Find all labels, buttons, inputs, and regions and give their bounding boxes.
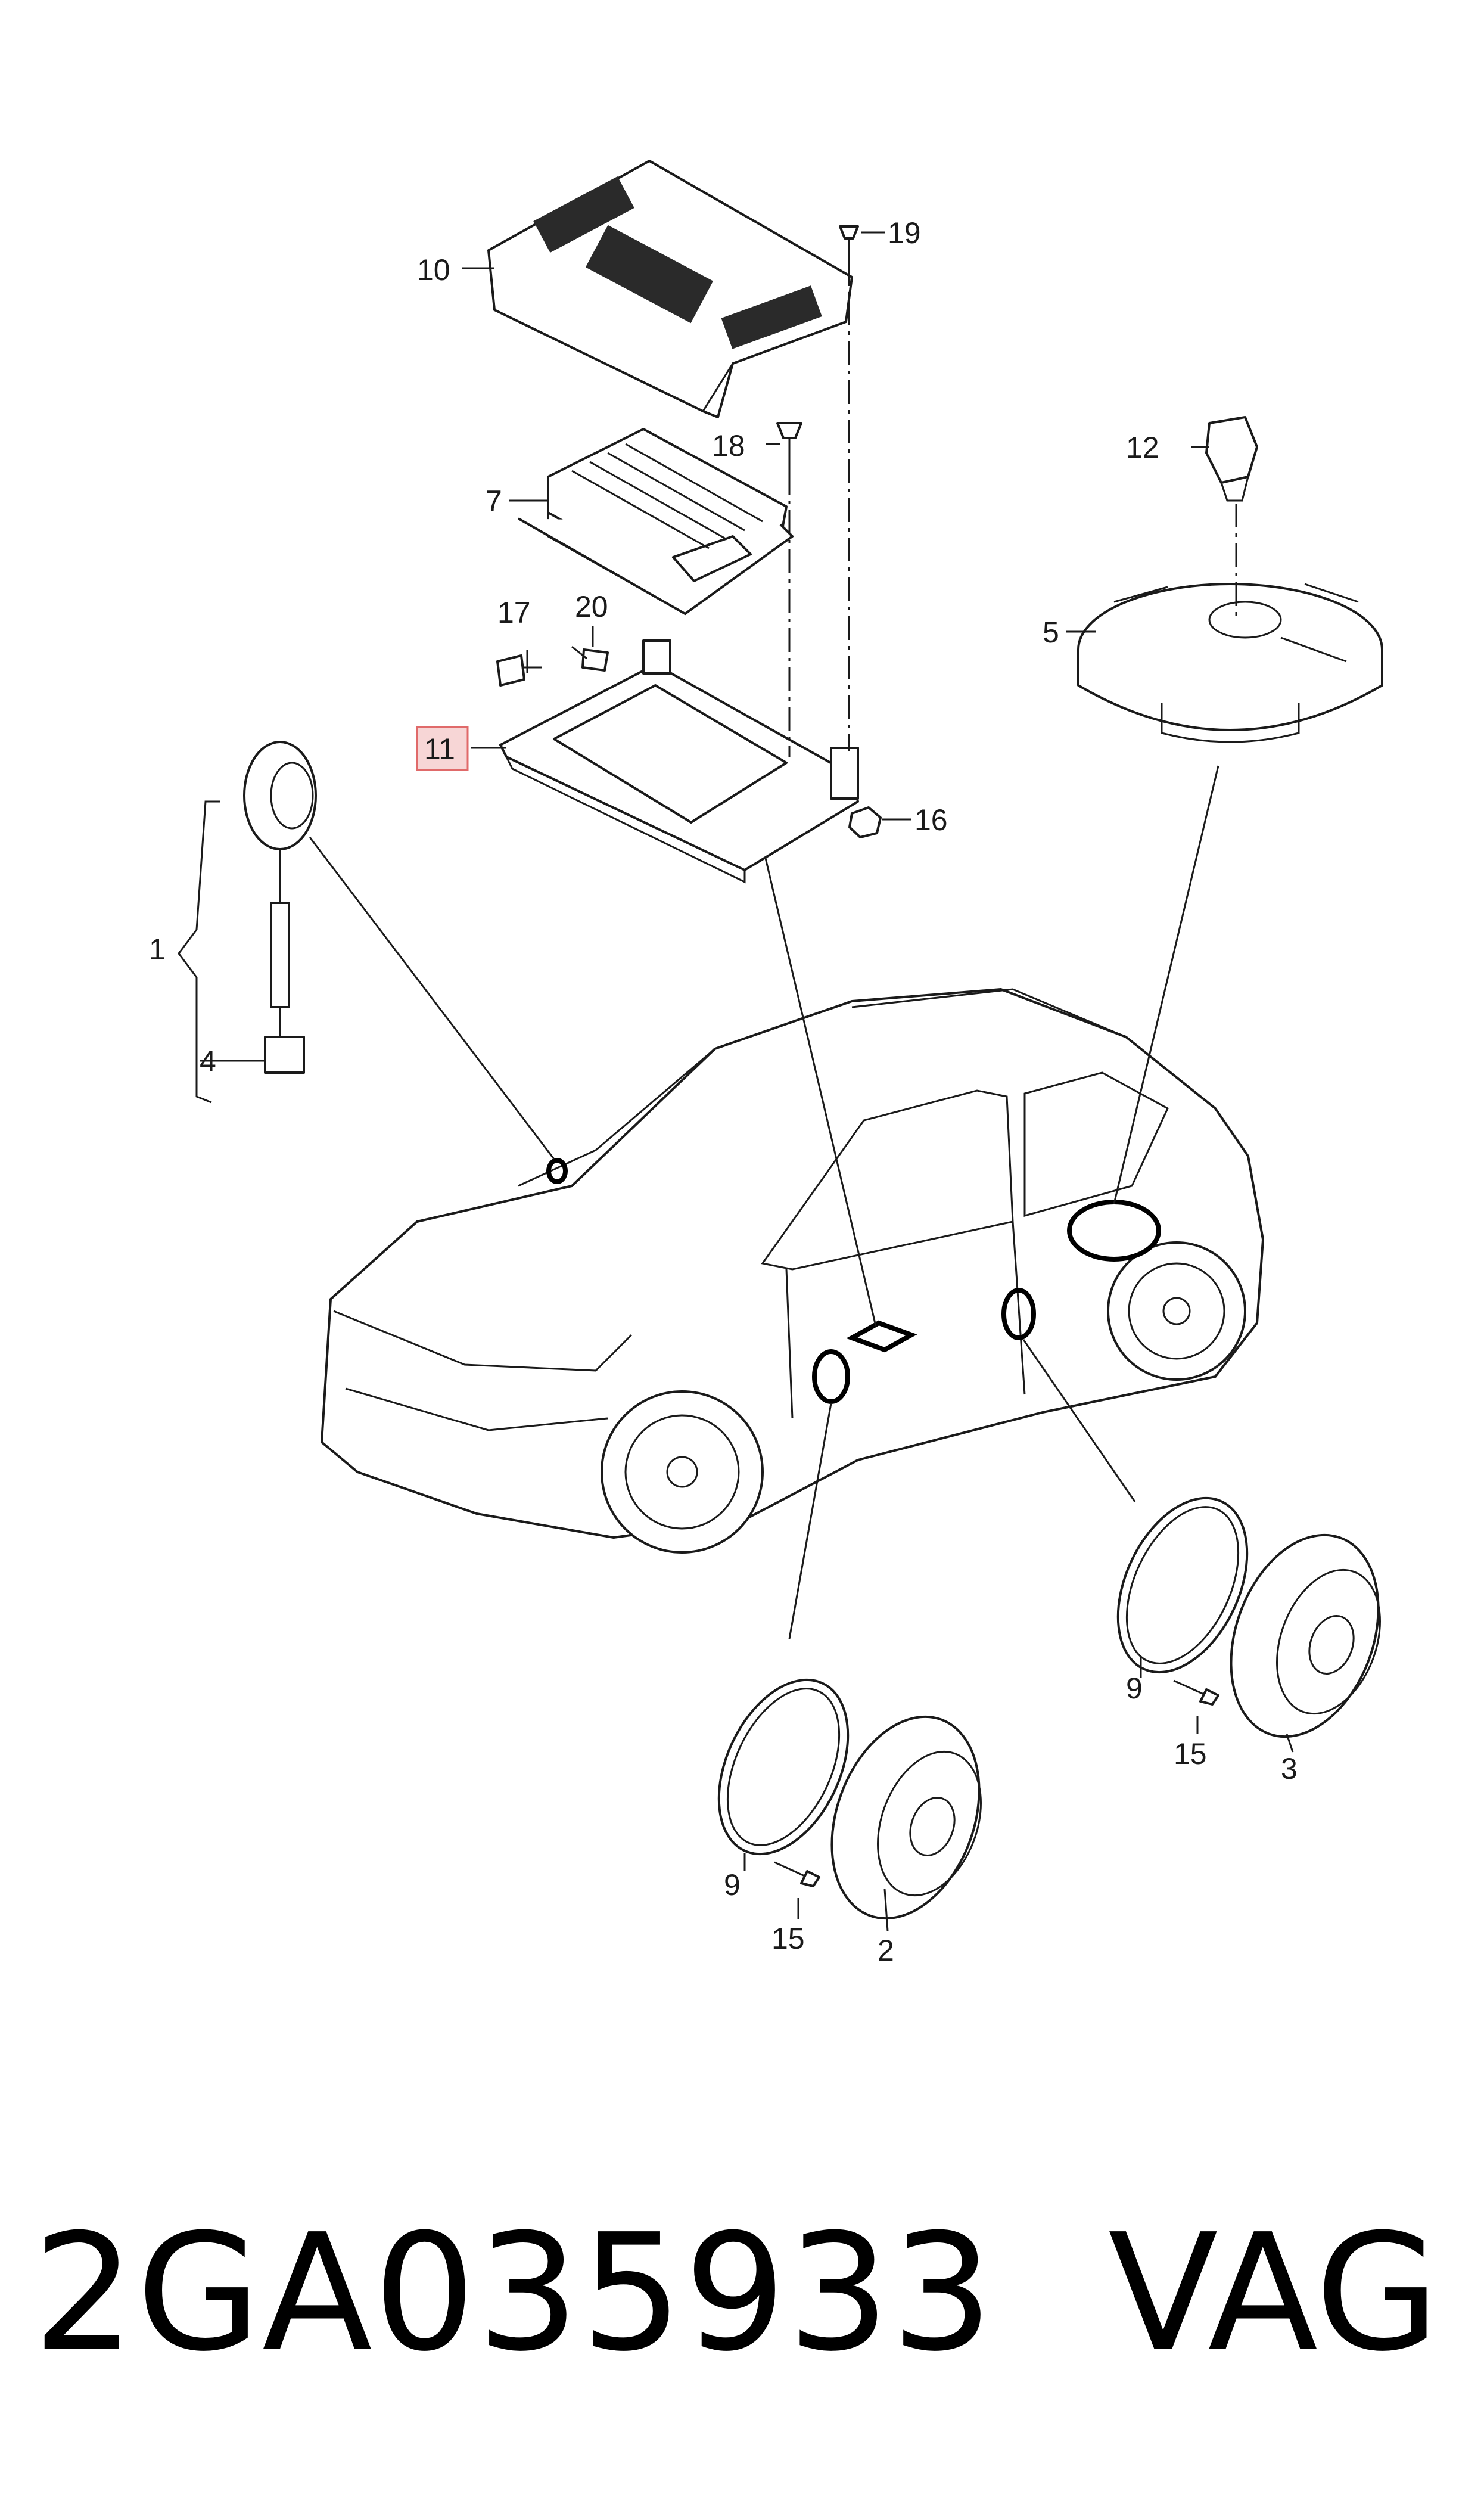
subwoofer-speaker (1077, 583, 1383, 743)
amplifier-unit (518, 428, 794, 616)
callout-16: 16 (914, 803, 948, 837)
rivet-15-front (774, 1861, 820, 1887)
callout-15-front: 15 (771, 1922, 805, 1955)
clip-17 (496, 654, 542, 687)
nut-16 (848, 806, 882, 838)
callout-20: 20 (575, 590, 608, 623)
screw-19 (839, 225, 859, 262)
callout-4: 4 (200, 1045, 216, 1078)
callout-18: 18 (712, 429, 745, 462)
callout-19: 19 (888, 216, 921, 250)
callout-2: 2 (878, 1934, 894, 1967)
callout-15-rear: 15 (1174, 1737, 1207, 1771)
rear-door-speaker (1230, 1533, 1381, 1738)
callout-10: 10 (417, 253, 450, 287)
amplifier-cover (487, 160, 853, 418)
front-door-speaker (830, 1715, 982, 1920)
locator-rear-speaker (1001, 1288, 1036, 1340)
screw-18 (776, 422, 802, 471)
connector-12 (1205, 416, 1258, 502)
rivet-15-rear (1173, 1679, 1219, 1706)
rear-speaker-seal (1116, 1496, 1249, 1674)
part-number: 2GA035933 (33, 2199, 995, 2387)
callout-9-front: 9 (724, 1868, 741, 1902)
callout-11-highlight (416, 726, 469, 771)
callout-3: 3 (1281, 1752, 1298, 1785)
locator-front-speaker (812, 1349, 850, 1404)
tweeter-assembly (243, 741, 317, 1074)
callout-1: 1 (149, 933, 166, 966)
front-speaker-seal (717, 1678, 850, 1856)
vehicle-outline (321, 988, 1264, 1554)
locator-amplifier (846, 1320, 917, 1353)
mounting-bracket (499, 639, 859, 884)
bolt-20 (571, 645, 609, 672)
locator-tweeter (546, 1158, 568, 1184)
callout-12: 12 (1126, 431, 1159, 464)
callout-7: 7 (486, 484, 502, 518)
brand-label: VAG (1108, 2199, 1440, 2387)
callout-11: 11 (424, 732, 455, 766)
callout-5: 5 (1043, 616, 1059, 649)
callout-9-rear: 9 (1126, 1672, 1143, 1705)
callout-17: 17 (497, 596, 531, 629)
